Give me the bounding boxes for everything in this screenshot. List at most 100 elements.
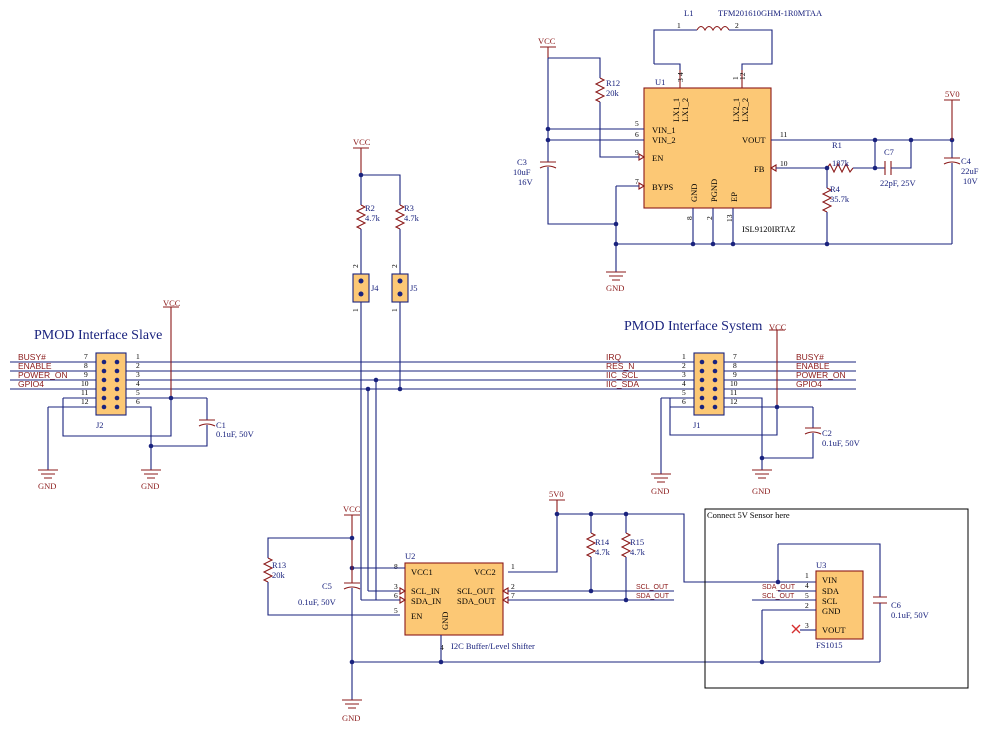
svg-text:R14: R14 (595, 537, 610, 547)
svg-text:5: 5 (805, 591, 809, 600)
svg-text:10: 10 (81, 379, 89, 388)
svg-text:0.1uF, 50V: 0.1uF, 50V (216, 429, 255, 439)
svg-text:VCC: VCC (769, 322, 787, 332)
svg-text:4.7k: 4.7k (630, 547, 646, 557)
svg-text:11: 11 (730, 388, 737, 397)
svg-text:8: 8 (84, 361, 88, 370)
svg-text:1: 1 (805, 571, 809, 580)
svg-text:8: 8 (733, 361, 737, 370)
svg-text:U2: U2 (405, 551, 415, 561)
u1-ref: U1 (655, 77, 665, 87)
svg-text:0.1uF, 50V: 0.1uF, 50V (298, 597, 337, 607)
svg-text:SCL: SCL (822, 596, 838, 606)
svg-text:22uF: 22uF (961, 166, 979, 176)
svg-text:20k: 20k (606, 88, 620, 98)
u1-output-network: 5V0 C4 22uF 10V R1 187k C7 22pF, 25V R4 … (771, 89, 979, 244)
svg-text:C1: C1 (216, 420, 226, 430)
svg-text:5: 5 (635, 119, 639, 128)
svg-text:GND: GND (606, 283, 624, 293)
svg-text:VCC: VCC (163, 298, 181, 308)
svg-text:VCC1: VCC1 (411, 567, 433, 577)
svg-text:2: 2 (136, 361, 140, 370)
svg-text:GPIO4: GPIO4 (18, 379, 44, 389)
svg-text:3: 3 (682, 370, 686, 379)
svg-text:4.7k: 4.7k (595, 547, 611, 557)
svg-text:EP: EP (729, 192, 739, 202)
svg-text:4.7k: 4.7k (404, 213, 420, 223)
svg-text:5V0: 5V0 (945, 89, 960, 99)
svg-text:ENABLE: ENABLE (18, 361, 52, 371)
pmod-slave-title: PMOD Interface Slave (34, 328, 162, 343)
u1-ic: U1 ISL9120IRTAZ VIN_1 VIN_2 EN BYPS VOUT… (635, 72, 796, 234)
svg-text:IIC_SDA: IIC_SDA (606, 379, 639, 389)
svg-text:GND: GND (440, 612, 450, 630)
u1-input-network: VCC R12 20k C3 10uF 16V GND (513, 36, 644, 293)
svg-text:4: 4 (682, 379, 686, 388)
u2-level-shifter: U2 VCC1 SCL_IN SDA_IN EN VCC2 SCL_OUT SD… (349, 380, 535, 665)
svg-text:2: 2 (682, 361, 686, 370)
l1-value: TFM201610GHM-1R0MTAA (718, 8, 823, 18)
svg-text:EN: EN (652, 153, 663, 163)
svg-text:2: 2 (351, 264, 360, 268)
svg-text:16V: 16V (518, 177, 534, 187)
svg-text:SDA: SDA (822, 586, 840, 596)
svg-text:IRQ: IRQ (606, 352, 622, 362)
svg-text:VOUT: VOUT (822, 625, 846, 635)
svg-text:10V: 10V (963, 176, 979, 186)
svg-text:6: 6 (682, 397, 686, 406)
svg-text:GND: GND (342, 713, 360, 723)
u1-value: ISL9120IRTAZ (742, 224, 796, 234)
svg-text:4: 4 (676, 72, 685, 76)
svg-text:VCC: VCC (343, 504, 361, 514)
svg-text:2: 2 (805, 601, 809, 610)
svg-text:GND: GND (689, 184, 699, 202)
svg-text:SCL_IN: SCL_IN (411, 586, 440, 596)
l1-inductor: 1 2 L1 TFM201610GHM-1R0MTAA (653, 8, 823, 88)
svg-text:R1: R1 (832, 140, 842, 150)
svg-text:9: 9 (635, 148, 639, 157)
svg-text:SDA_OUT: SDA_OUT (457, 596, 497, 606)
svg-text:7: 7 (511, 591, 515, 600)
svg-text:187k: 187k (832, 158, 850, 168)
svg-text:C2: C2 (822, 428, 832, 438)
svg-text:22pF, 25V: 22pF, 25V (880, 178, 917, 188)
svg-text:SDA_OUT: SDA_OUT (636, 593, 670, 600)
svg-text:7: 7 (635, 177, 639, 186)
svg-text:8: 8 (394, 562, 398, 571)
svg-text:U3: U3 (816, 560, 826, 570)
svg-text:9: 9 (733, 370, 737, 379)
svg-text:4: 4 (136, 379, 140, 388)
svg-text:GND: GND (141, 481, 159, 491)
svg-text:FS1015: FS1015 (816, 640, 842, 650)
svg-text:SDA_OUT: SDA_OUT (762, 584, 796, 591)
svg-text:BYPS: BYPS (652, 182, 674, 192)
svg-text:1: 1 (136, 352, 140, 361)
svg-text:1: 1 (390, 308, 399, 312)
i2c-pullups: VCC R2 4.7k R3 4.7k J4 J5 2 2 1 1 (351, 137, 420, 392)
svg-text:R12: R12 (606, 78, 620, 88)
svg-text:4: 4 (805, 581, 809, 590)
svg-text:20k: 20k (272, 570, 286, 580)
svg-text:11: 11 (81, 388, 88, 397)
svg-text:1: 1 (731, 76, 740, 80)
svg-text:J4: J4 (371, 283, 379, 293)
svg-text:3: 3 (676, 78, 685, 82)
svg-text:2: 2 (390, 264, 399, 268)
svg-text:GND: GND (822, 606, 840, 616)
svg-text:35.7k: 35.7k (830, 194, 850, 204)
svg-text:SCL_OUT: SCL_OUT (762, 593, 795, 600)
svg-text:POWER_ON: POWER_ON (18, 370, 68, 380)
svg-text:5: 5 (394, 606, 398, 615)
svg-text:1: 1 (682, 352, 686, 361)
svg-text:12: 12 (730, 397, 738, 406)
pmod-system-title: PMOD Interface System (624, 319, 763, 334)
svg-text:LX1_1: LX1_1 (671, 98, 681, 122)
svg-text:4.7k: 4.7k (365, 213, 381, 223)
svg-text:2: 2 (511, 582, 515, 591)
svg-text:3: 3 (805, 621, 809, 630)
svg-text:I2C Buffer/Level Shifter: I2C Buffer/Level Shifter (451, 641, 535, 651)
svg-text:C6: C6 (891, 600, 901, 610)
svg-text:SCL_OUT: SCL_OUT (457, 586, 495, 596)
svg-text:7: 7 (733, 352, 737, 361)
